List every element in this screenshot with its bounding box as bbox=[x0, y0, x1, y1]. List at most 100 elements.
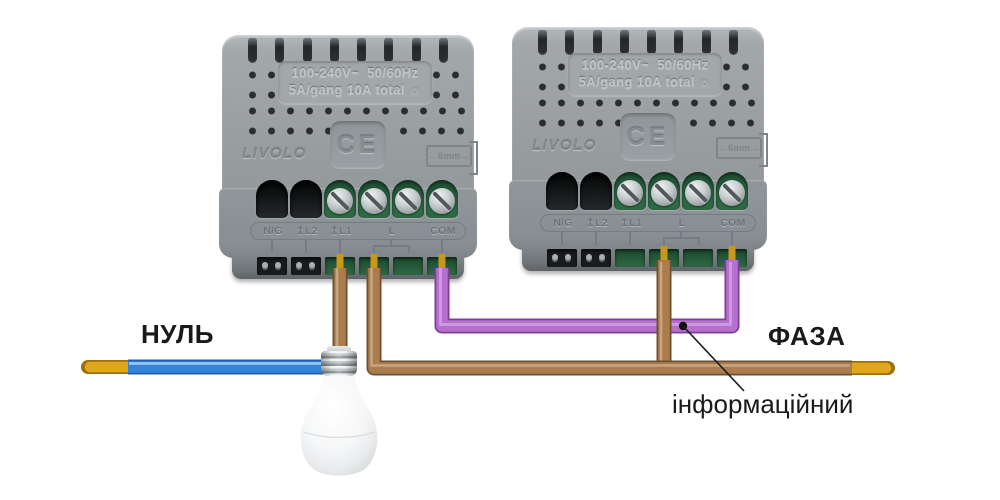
vent-slot bbox=[302, 38, 312, 63]
terminal-hole-l2 bbox=[290, 180, 322, 218]
terminal-label-band: N/G ↥L2 ↥L1 L COM bbox=[540, 214, 756, 232]
flange-slot bbox=[547, 249, 577, 267]
bulb-cap bbox=[327, 346, 351, 353]
terminal-hole-l2 bbox=[580, 172, 612, 210]
brand-logo: LIVOLO bbox=[242, 145, 307, 162]
switch-module-2: 100-240V~ 50/60Hz 5A/gang 10A total ☼ LI… bbox=[509, 27, 768, 277]
terminal-screw bbox=[617, 180, 643, 206]
vent-slot bbox=[384, 38, 394, 63]
brand-logo: LIVOLO bbox=[532, 137, 597, 154]
terminal-hole-l-a bbox=[648, 172, 680, 210]
flange-slot bbox=[257, 257, 287, 275]
vent-slots bbox=[248, 38, 448, 63]
terminal-connector-line bbox=[731, 231, 733, 245]
vent-slot bbox=[438, 38, 448, 63]
ratings-plate: 100-240V~ 50/60Hz 5A/gang 10A total ☼ bbox=[278, 61, 432, 104]
module-body: 100-240V~ 50/60Hz 5A/gang 10A total ☼ LI… bbox=[512, 27, 768, 187]
vent-holes bbox=[684, 115, 760, 131]
terminal-label-l: L bbox=[388, 224, 396, 237]
terminal-hole-l-b bbox=[392, 180, 424, 218]
vent-holes bbox=[427, 65, 465, 105]
terminal-connector-line bbox=[629, 231, 631, 245]
vent-slot bbox=[248, 38, 257, 63]
ratings-voltage: 100-240V~ 50/60Hz bbox=[581, 57, 709, 72]
vent-slot bbox=[411, 38, 421, 63]
phase-wire-highlight bbox=[370, 268, 850, 367]
signal-wire-outline bbox=[434, 260, 740, 334]
vent-slot bbox=[701, 30, 711, 55]
ratings-current: 5A/gang 10A total ☼ bbox=[288, 82, 422, 97]
terminal-screw bbox=[327, 188, 353, 214]
vent-holes bbox=[533, 115, 628, 131]
vent-slot bbox=[357, 38, 367, 63]
vent-slot bbox=[728, 30, 738, 55]
terminal-label-ng: N/G bbox=[553, 216, 573, 229]
terminal-connector-line bbox=[561, 231, 563, 245]
gauge-bracket bbox=[759, 133, 768, 167]
terminal-label-l2: ↥L2 bbox=[586, 216, 608, 229]
vent-slot bbox=[565, 30, 575, 55]
signal-wire-label: інформаційний bbox=[672, 389, 854, 419]
vent-holes bbox=[243, 65, 281, 105]
terminal-label-band: N/G ↥L2 ↥L1 L COM bbox=[250, 222, 466, 240]
terminal-hole-l1 bbox=[324, 180, 356, 218]
terminal-hole-com bbox=[426, 180, 458, 218]
bare-stub-phase-wire-2 bbox=[660, 246, 668, 262]
bare-stub-signal-wire-2 bbox=[728, 246, 736, 262]
light-bulb bbox=[296, 346, 382, 484]
ce-mark: CE bbox=[620, 113, 676, 161]
vent-holes bbox=[394, 123, 470, 139]
terminal-label-com: COM bbox=[720, 216, 746, 229]
switch-module-1: 100-240V~ 50/60Hz 5A/gang 10A total ☼ LI… bbox=[219, 35, 478, 285]
vent-holes bbox=[243, 123, 338, 139]
terminal-connector-line bbox=[390, 239, 392, 246]
flange-slot bbox=[291, 257, 321, 275]
terminal-connector-line bbox=[408, 245, 410, 253]
bulb-screw-base bbox=[321, 351, 357, 376]
vent-slot bbox=[329, 38, 339, 63]
terminal-screw bbox=[361, 188, 387, 214]
vent-slot bbox=[674, 30, 684, 55]
flange-slot bbox=[683, 249, 713, 267]
terminal-connector-line bbox=[271, 239, 273, 253]
terminal-screw bbox=[719, 180, 745, 206]
flange-slot bbox=[581, 249, 611, 267]
flange-slot bbox=[615, 249, 645, 267]
vent-holes bbox=[717, 57, 755, 97]
terminal-label-l1: ↥L1 bbox=[330, 224, 352, 237]
vent-slots bbox=[538, 30, 738, 55]
terminal-label-com: COM bbox=[430, 224, 456, 237]
ce-mark: CE bbox=[330, 121, 386, 169]
terminal-hole-ng bbox=[546, 172, 578, 210]
terminal-connector-line bbox=[305, 239, 307, 253]
flange-slot bbox=[393, 257, 423, 275]
vent-slot bbox=[647, 30, 657, 55]
ratings-current: 5A/gang 10A total ☼ bbox=[578, 74, 712, 89]
vent-slot bbox=[592, 30, 602, 55]
gauge-bracket bbox=[469, 141, 478, 175]
signal-wire bbox=[436, 260, 738, 332]
terminal-connector-bracket bbox=[373, 245, 410, 247]
terminal-connector-line bbox=[698, 237, 700, 245]
terminal-connector-line bbox=[595, 231, 597, 245]
bare-stub-lamp-wire bbox=[336, 254, 344, 270]
terminal-screw bbox=[395, 188, 421, 214]
module-body: 100-240V~ 50/60Hz 5A/gang 10A total ☼ LI… bbox=[222, 35, 478, 195]
terminal-screw bbox=[651, 180, 677, 206]
terminal-screw bbox=[429, 188, 455, 214]
terminal-connector-line bbox=[663, 237, 665, 245]
signal-wire-highlight bbox=[439, 262, 732, 326]
bulb-glass-shape bbox=[300, 376, 378, 476]
phase-label: ФАЗА bbox=[768, 321, 846, 351]
ratings-voltage: 100-240V~ 50/60Hz bbox=[291, 65, 419, 80]
terminal-connector-line bbox=[680, 231, 682, 238]
bulb-seam-line bbox=[302, 431, 376, 439]
bare-stub-signal-wire-1 bbox=[438, 254, 446, 270]
terminal-connector-bracket bbox=[663, 237, 700, 239]
vent-holes bbox=[533, 95, 761, 111]
vent-slot bbox=[275, 38, 285, 63]
callout-line bbox=[682, 325, 745, 392]
ratings-plate: 100-240V~ 50/60Hz 5A/gang 10A total ☼ bbox=[568, 53, 722, 96]
bottom-flange bbox=[522, 245, 754, 271]
